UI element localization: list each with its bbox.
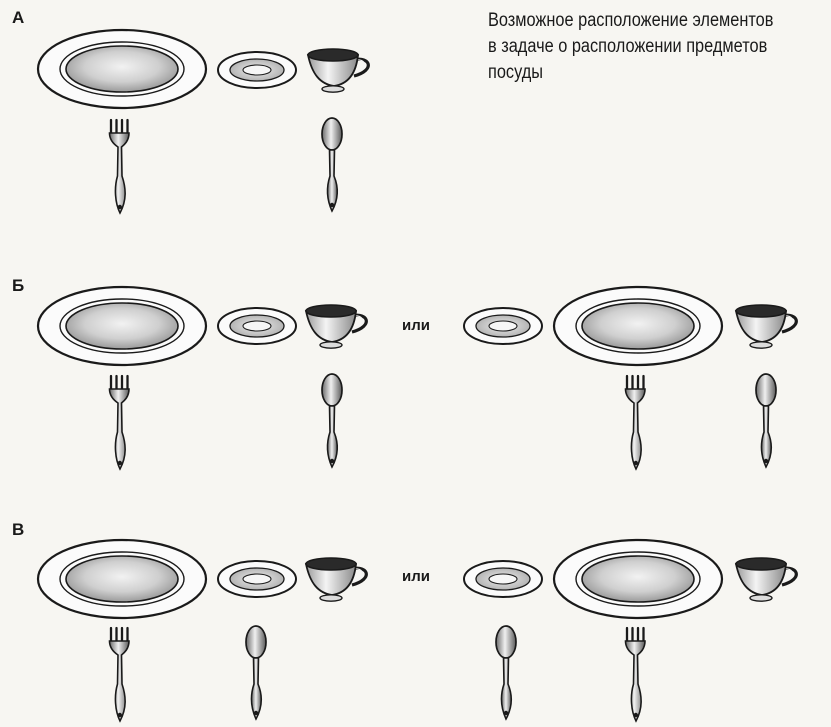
figure-caption: Возможное расположение элементов в задач… <box>488 8 777 86</box>
row-a-label: А <box>12 8 24 28</box>
plate-icon <box>552 538 724 620</box>
cup-icon <box>302 555 374 603</box>
saucer-icon <box>216 306 298 346</box>
spoon-icon <box>492 624 520 722</box>
spoon-icon <box>318 116 346 214</box>
saucer-icon <box>216 50 298 90</box>
cup-icon <box>302 302 374 350</box>
spoon-icon <box>752 372 780 470</box>
fork-icon <box>106 118 134 216</box>
plate-icon <box>36 28 208 110</box>
fork-icon <box>622 626 650 724</box>
cup-icon <box>732 302 804 350</box>
saucer-icon <box>462 559 544 599</box>
spoon-icon <box>242 624 270 722</box>
plate-icon <box>552 285 724 367</box>
spoon-icon <box>318 372 346 470</box>
row-v-or-label: или <box>402 568 430 585</box>
fork-icon <box>106 626 134 724</box>
row-v-label: В <box>12 520 24 540</box>
row-b-label: Б <box>12 276 24 296</box>
fork-icon <box>106 374 134 472</box>
fork-icon <box>622 374 650 472</box>
cup-icon <box>304 46 376 94</box>
plate-icon <box>36 285 208 367</box>
saucer-icon <box>216 559 298 599</box>
saucer-icon <box>462 306 544 346</box>
plate-icon <box>36 538 208 620</box>
cup-icon <box>732 555 804 603</box>
row-b-or-label: или <box>402 317 430 334</box>
